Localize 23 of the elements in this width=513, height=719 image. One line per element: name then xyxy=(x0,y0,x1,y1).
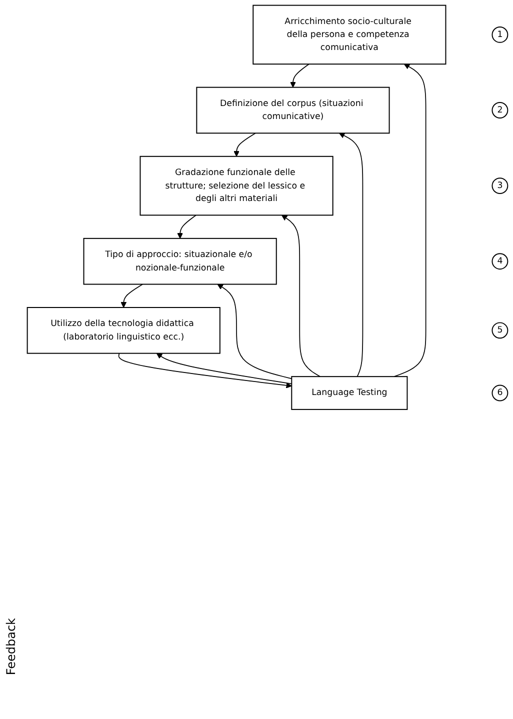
node-circle: 5 xyxy=(492,322,508,339)
arrow xyxy=(177,214,196,239)
arrow xyxy=(394,64,426,378)
node-box: Definizione del corpus (situazioni comunicative) xyxy=(196,86,390,134)
node-box: Arricchimento socio-culturale della persona e competenza comunicativa xyxy=(252,4,446,65)
arrow xyxy=(338,132,364,378)
arrow xyxy=(217,284,292,380)
arrow xyxy=(281,214,321,378)
arrow xyxy=(234,132,256,157)
node-circle: 6 xyxy=(492,384,508,402)
arrow xyxy=(118,352,292,388)
arrow xyxy=(120,284,144,308)
node-box: Language Testing xyxy=(291,376,408,410)
node-box: Gradazione funzionale delle strutture; selezione del lessico e degli altri materiali xyxy=(140,156,334,216)
node-circle: 4 xyxy=(492,253,508,270)
feedback-label: Feedback xyxy=(4,618,18,675)
node-circle: 1 xyxy=(492,26,508,43)
node-circle: 3 xyxy=(492,178,508,194)
node-box: Utilizzo della tecnologia didattica (laboratorio linguistico ecc.) xyxy=(26,307,220,354)
arrow xyxy=(290,64,310,88)
arrow xyxy=(156,353,292,384)
node-circle: 2 xyxy=(492,102,508,118)
node-box: Tipo di approccio: situazionale e/o nozionale-funzionale xyxy=(83,238,277,285)
